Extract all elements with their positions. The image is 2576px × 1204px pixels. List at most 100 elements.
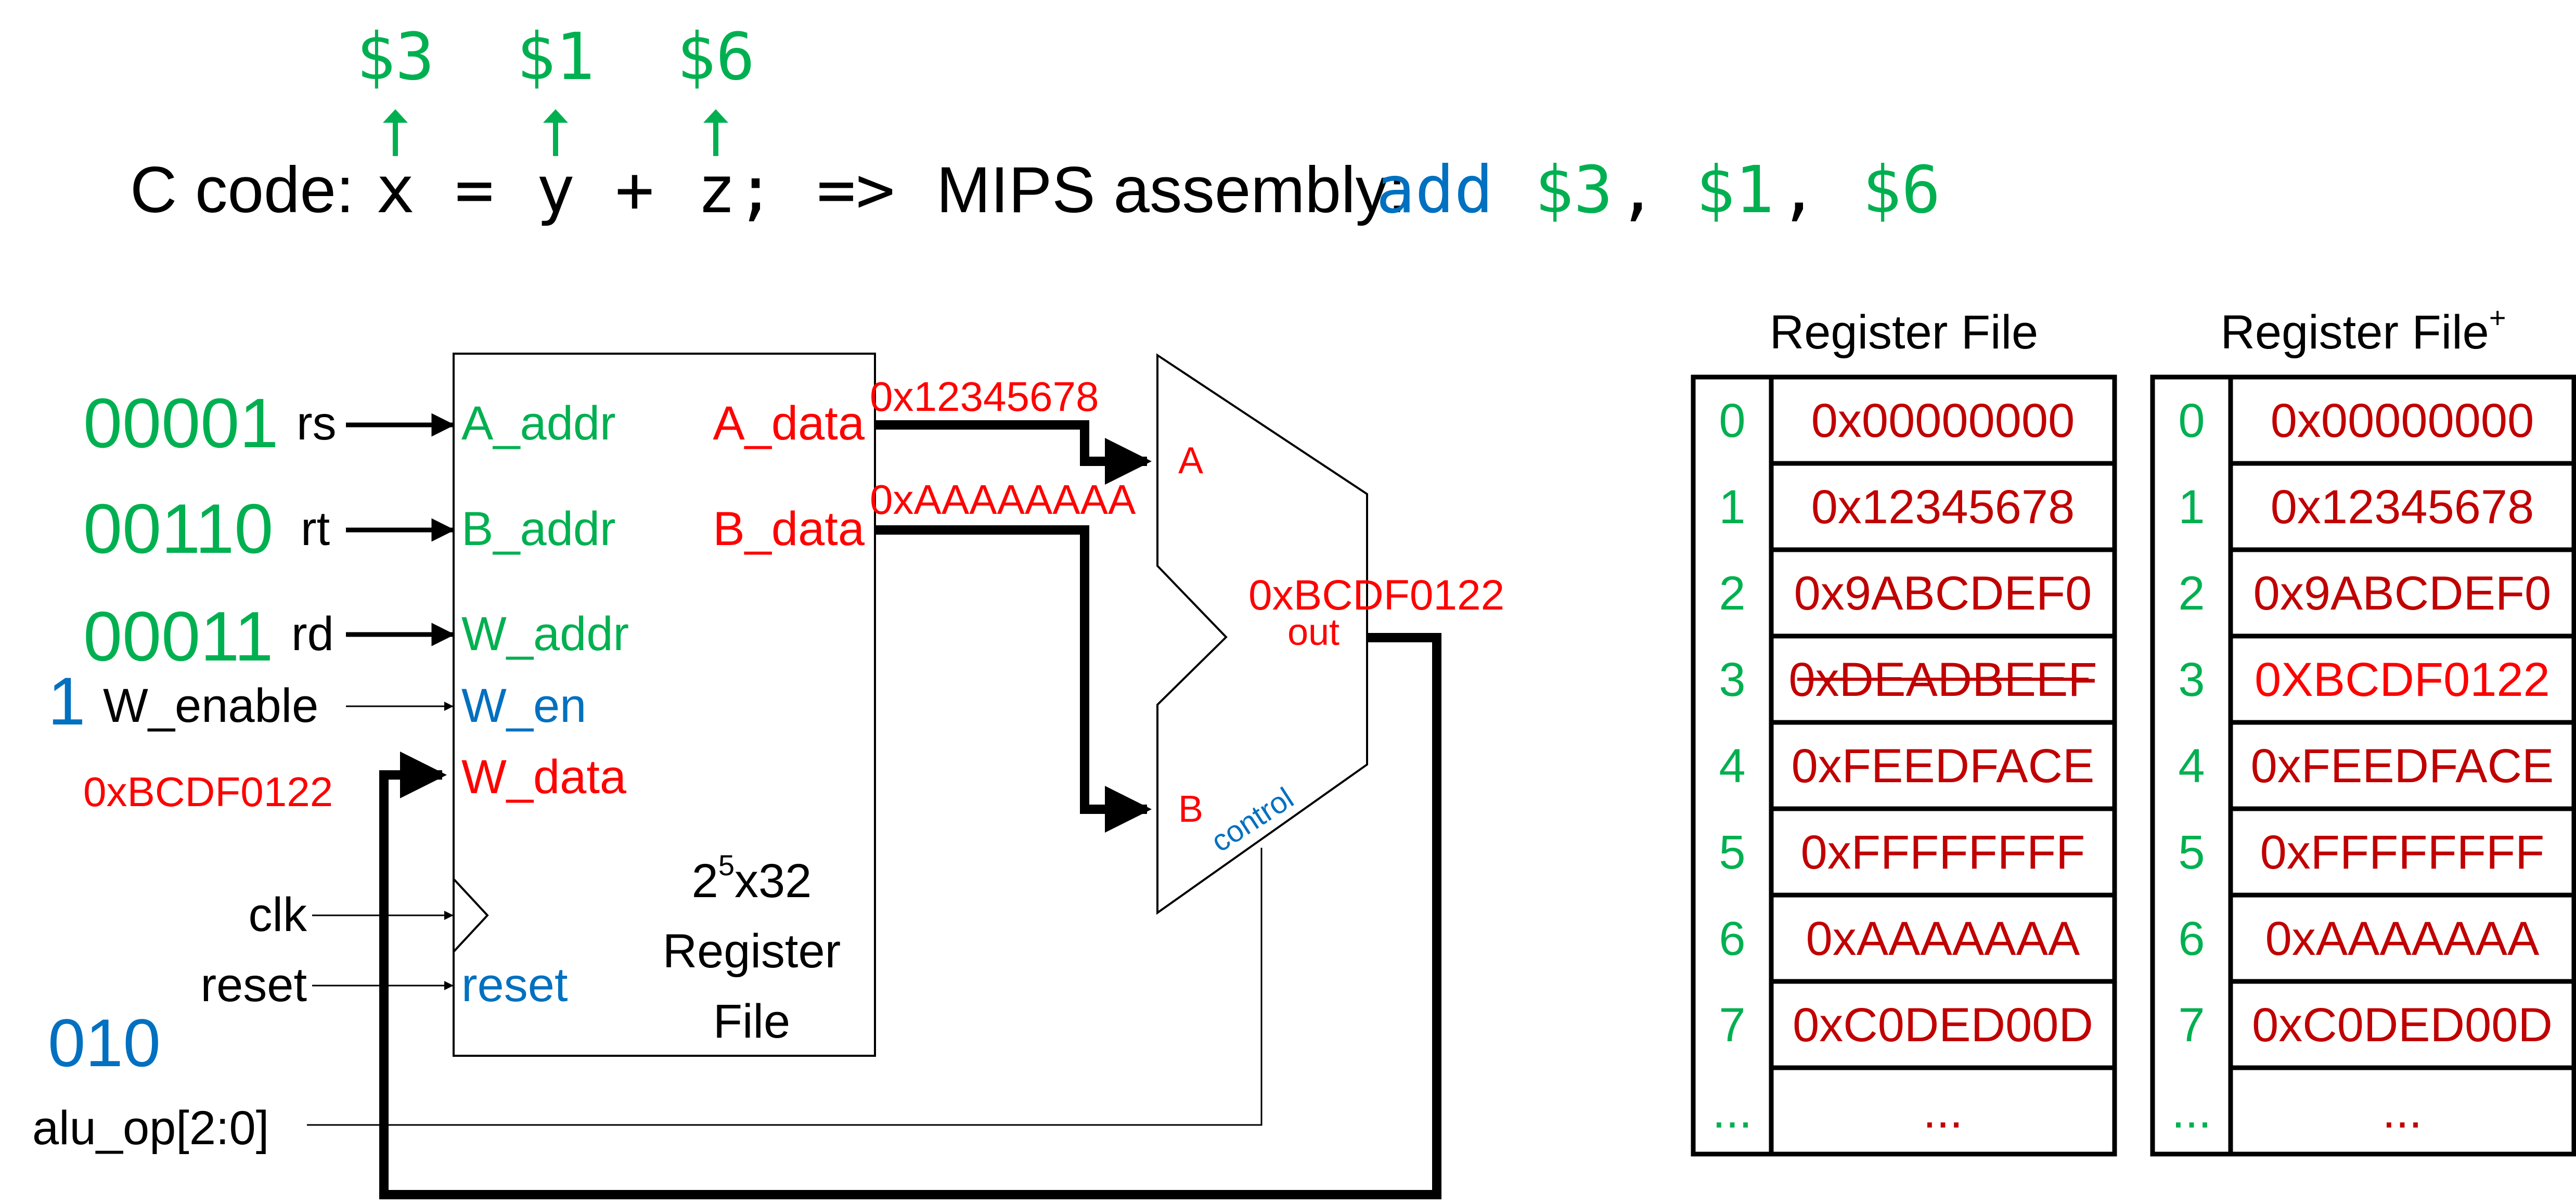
annotation-z-register: $6: [677, 19, 755, 95]
table-row-index: 7: [2178, 999, 2205, 1052]
alu-input-b: B: [1178, 788, 1203, 830]
rt-label: rt: [301, 502, 330, 555]
register-file-table-after: Register File+ 0 0x00000000 1 0x12345678 2 0x9…: [2150, 301, 2576, 1157]
clk-label: clk: [249, 888, 307, 941]
rt-value: 00110: [83, 489, 273, 568]
table-row-index: 6: [2178, 912, 2205, 965]
table-row-index: 5: [2178, 826, 2205, 879]
register-annotations: $3 $1 $6: [356, 19, 755, 156]
code-line: C code: x = y + z; => MIPS assembly: add…: [130, 152, 1941, 228]
port-b-data: B_data: [713, 502, 865, 555]
alu-output-value: 0xBCDF0122: [1248, 572, 1504, 619]
input-signals: 00001 rs 00110 rt 00011 rd 1 W_enable 0x…: [32, 384, 455, 1155]
b-bus-wire: [875, 525, 1152, 833]
table-row-value: 0x12345678: [1811, 481, 2075, 534]
port-a-addr: A_addr: [461, 397, 616, 450]
table-row-value: 0xFEEDFACE: [1792, 740, 2095, 793]
table-row-index: 0: [2178, 394, 2205, 447]
w-enable-value: 1: [48, 663, 85, 739]
c-expr-x: x: [376, 152, 415, 228]
table-row-value: 0x00000000: [2271, 394, 2534, 447]
table-row-index: 4: [2178, 740, 2205, 793]
table-row-value: ...: [1923, 1085, 1963, 1138]
register-file-size: 25x32: [692, 849, 812, 908]
mips-op: add: [1376, 152, 1493, 228]
reset-label: reset: [200, 959, 307, 1012]
translation-arrow: =>: [817, 152, 895, 228]
table-row-index: 0: [1719, 394, 1745, 447]
mips-arg-rd: $3: [1535, 152, 1613, 228]
rd-label: rd: [291, 607, 334, 661]
port-w-addr: W_addr: [461, 607, 629, 661]
alu-op-label: alu_op[2:0]: [32, 1102, 269, 1155]
port-reset: reset: [461, 959, 568, 1012]
table-row-value: 0xC0DED00D: [1793, 999, 2093, 1052]
table-row-index: ...: [2172, 1085, 2212, 1138]
b-bus-value: 0xAAAAAAAA: [870, 476, 1136, 523]
annotation-x-register: $3: [356, 19, 435, 95]
register-file-box: [453, 353, 876, 1057]
table-row-value: 0xFEEDFACE: [2251, 740, 2554, 793]
port-a-data: A_data: [713, 397, 865, 450]
table-row-value: 0xFFFFFFFF: [2260, 826, 2545, 879]
alu-output-label: out: [1287, 612, 1339, 653]
port-w-data: W_data: [461, 750, 627, 804]
table-row-index: ...: [1712, 1085, 1753, 1138]
a-bus-value: 0x12345678: [870, 373, 1099, 420]
mips-comma: ,: [1779, 152, 1818, 228]
c-code-label: C code:: [130, 154, 354, 226]
green-arrowhead: [543, 109, 568, 123]
clock-triangle: [453, 878, 489, 953]
table-row-value: 0xAAAAAAA: [1806, 912, 2080, 965]
c-expr-z: z;: [697, 152, 776, 228]
table-row-index: 2: [1719, 567, 1745, 620]
port-w-en: W_en: [461, 679, 586, 732]
table-row-value: 0x00000000: [1811, 394, 2075, 447]
green-arrowhead: [703, 109, 728, 123]
table-row-index: 1: [2178, 481, 2205, 534]
mips-arg-rs: $1: [1696, 152, 1774, 228]
rs-value: 00001: [83, 384, 278, 462]
port-b-addr: B_addr: [461, 502, 616, 555]
table-row-index: 7: [1719, 999, 1745, 1052]
table-row-value: 0xC0DED00D: [2252, 999, 2553, 1052]
rd-value: 00011: [83, 597, 273, 676]
table-row-index: 6: [1719, 912, 1745, 965]
table-row-value: ...: [2382, 1085, 2423, 1138]
table-row-index: 5: [1719, 826, 1745, 879]
table-title: Register File+: [2220, 301, 2506, 359]
alu-op-value: 010: [48, 1005, 161, 1081]
table-row-value: 0XBCDF0122: [2255, 653, 2550, 706]
c-expr-plus: +: [615, 152, 654, 228]
table-row-index: 3: [1719, 653, 1745, 706]
a-bus-wire: [875, 420, 1152, 485]
alu-shape: [1156, 353, 1368, 915]
register-file-block: A_addr B_addr W_addr W_en W_data reset A…: [453, 353, 876, 1057]
annotation-arrows: [383, 109, 728, 156]
table-border: [2150, 374, 2576, 1157]
table-row-value: 0xFFFFFFFF: [1801, 826, 2085, 879]
table-row-index: 2: [2178, 567, 2205, 620]
data-buses: 0x12345678 0xAAAAAAAA: [307, 373, 1441, 1199]
register-file-name-line1: Register: [663, 925, 841, 978]
table-row-index: 4: [1719, 740, 1745, 793]
alu-block: A B out 0xBCDF0122 control: [1156, 353, 1504, 915]
mips-arg-rt: $6: [1862, 152, 1941, 228]
table-row-index: 3: [2178, 653, 2205, 706]
rs-label: rs: [297, 397, 337, 450]
mips-label: MIPS assembly:: [936, 154, 1406, 226]
table-row-value: 0x9ABCDEF0: [1794, 567, 2092, 620]
table-border: [1691, 374, 2117, 1157]
table-row-value: 0xAAAAAAA: [2265, 912, 2540, 965]
c-expr-y: y: [536, 152, 575, 228]
c-expr-equals: =: [455, 152, 494, 228]
alu-control-wire: [307, 848, 1263, 1126]
table-title: Register File: [1770, 306, 2038, 359]
writeback-bus-wire: [379, 633, 1441, 1199]
green-arrowhead: [383, 109, 408, 123]
annotation-y-register: $1: [517, 19, 595, 95]
table-row-value: 0x9ABCDEF0: [2253, 567, 2552, 620]
table-row-value: 0x12345678: [2271, 481, 2534, 534]
